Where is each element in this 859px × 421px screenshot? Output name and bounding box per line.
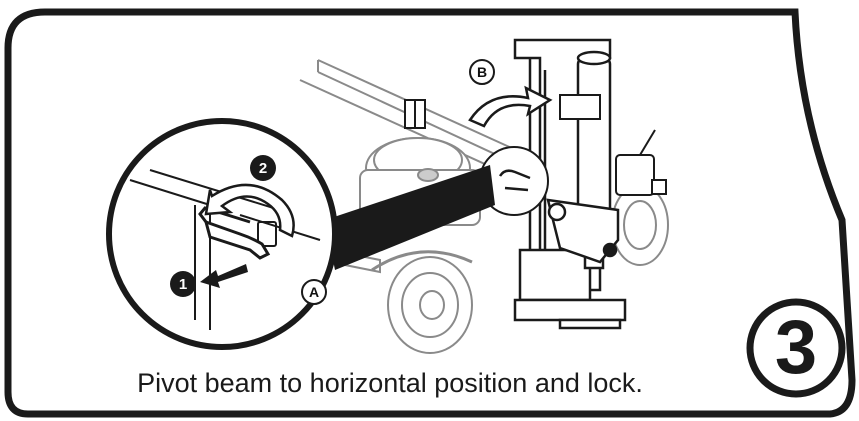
step-number-ring (746, 298, 846, 398)
step-number: 3 (774, 305, 818, 390)
callout-1-circle (170, 271, 196, 297)
callout-b-label: B (476, 64, 488, 80)
zoom-connector (325, 165, 495, 270)
pivot-arrow (468, 85, 553, 128)
callout-2-label: 2 (258, 159, 268, 177)
wheel-right (611, 184, 669, 266)
callout-1-label: 1 (178, 275, 188, 293)
detail-magnifier (106, 118, 338, 350)
zoom-target-latch (498, 169, 531, 192)
wheel-left (371, 250, 473, 354)
latch-handle (203, 219, 271, 260)
instruction-caption: Pivot beam to horizontal position and lo… (137, 368, 643, 398)
rotate-arrow (204, 183, 295, 238)
wedge (546, 198, 620, 264)
callout-a-circle (301, 279, 327, 305)
control-valve (615, 129, 667, 196)
callout-2-circle (250, 155, 276, 181)
callout-a-label: A (308, 284, 320, 300)
beam-bracket (404, 94, 601, 129)
pull-arrow (200, 264, 248, 288)
callout-b-circle (469, 59, 495, 85)
